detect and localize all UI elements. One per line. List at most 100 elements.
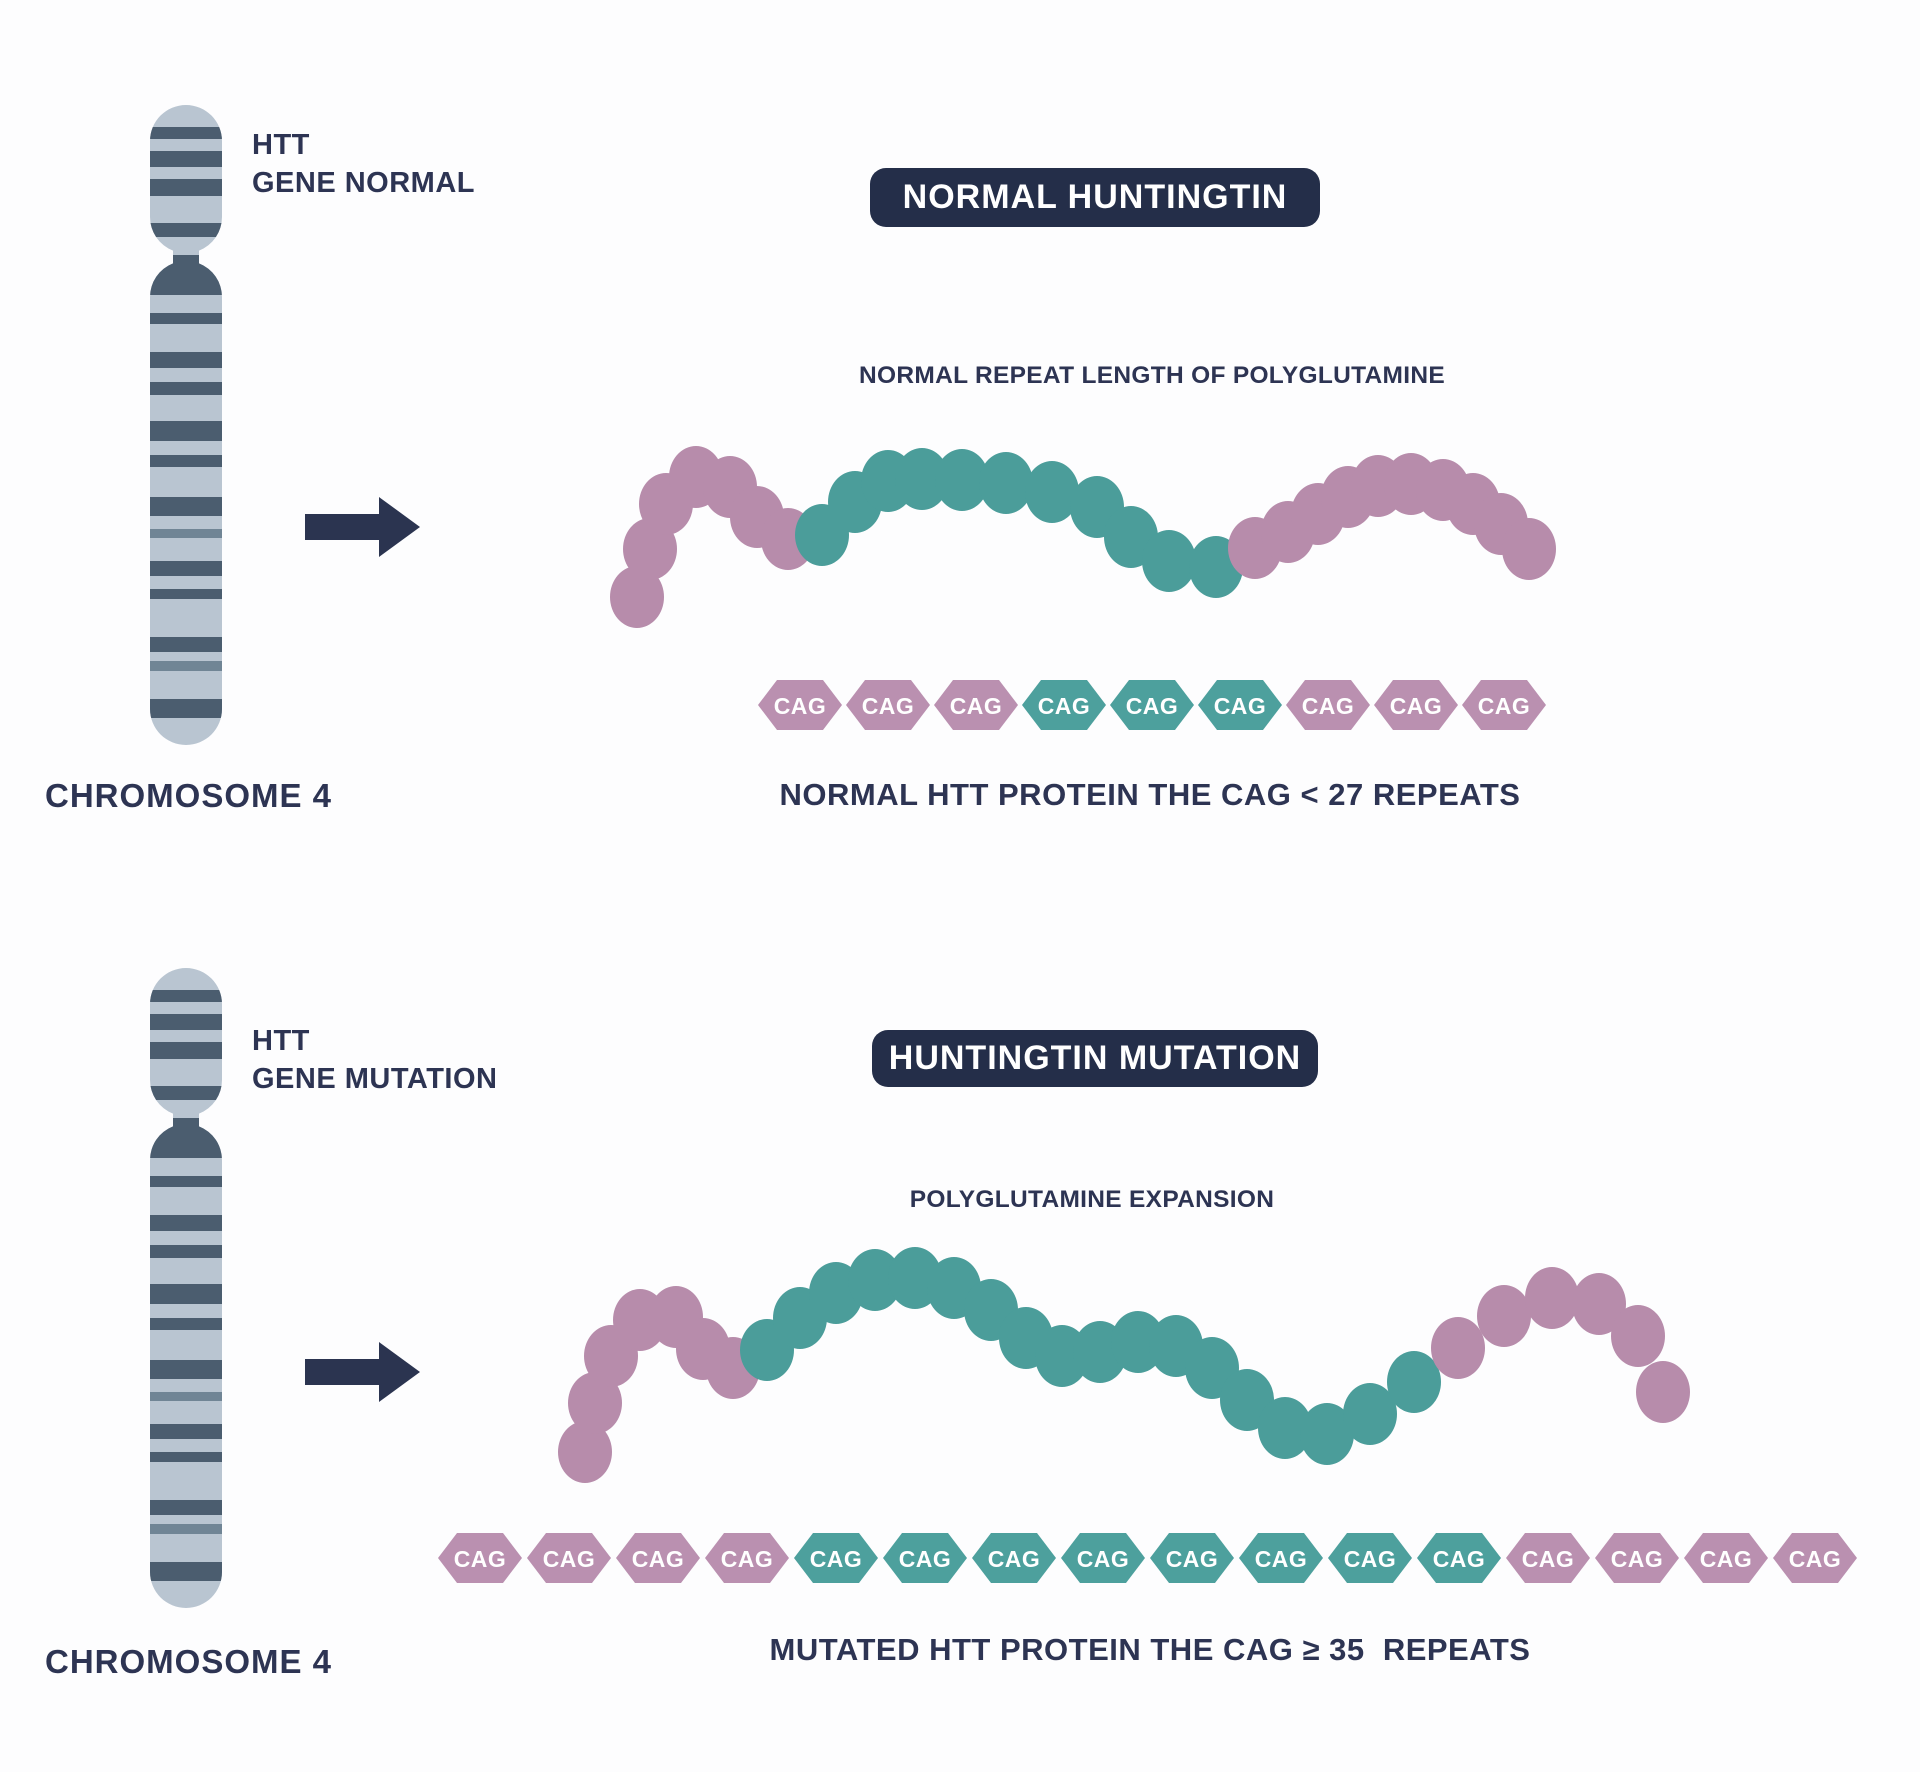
polyglutamine-bead bbox=[1431, 1317, 1485, 1379]
cag-unit: CAG bbox=[758, 680, 842, 730]
polyglutamine-bead bbox=[1446, 473, 1500, 535]
polyglutamine-bead bbox=[703, 456, 757, 518]
cag-unit: CAG bbox=[705, 1533, 789, 1583]
cag-unit-label: CAG bbox=[1214, 693, 1267, 719]
gene-label-mutation-line1: HTT bbox=[252, 1025, 310, 1057]
cag-unit: CAG bbox=[1198, 680, 1282, 730]
chromosome-label-normal: CHROMOSOME 4 bbox=[45, 777, 333, 814]
polyglutamine-bead bbox=[1149, 1315, 1203, 1377]
polyglutamine-bead bbox=[979, 452, 1033, 514]
cag-unit: CAG bbox=[1239, 1533, 1323, 1583]
cag-unit-label: CAG bbox=[810, 1546, 863, 1572]
polyglutamine-bead bbox=[773, 1287, 827, 1349]
cag-unit-label: CAG bbox=[950, 693, 1003, 719]
gene-label-normal-line1: HTT bbox=[252, 129, 310, 161]
subtitle-mutation: POLYGLUTAMINE EXPANSION bbox=[909, 1186, 1275, 1213]
polyglutamine-bead bbox=[828, 471, 882, 533]
polyglutamine-bead bbox=[1321, 466, 1375, 528]
cag-unit: CAG bbox=[1417, 1533, 1501, 1583]
cag-unit-label: CAG bbox=[1478, 693, 1531, 719]
chromosome-4-icon-mutation bbox=[150, 968, 222, 1608]
polyglutamine-bead bbox=[1104, 506, 1158, 568]
cag-unit-label: CAG bbox=[1166, 1546, 1219, 1572]
polyglutamine-bead bbox=[1189, 536, 1243, 598]
cag-unit-label: CAG bbox=[632, 1546, 685, 1572]
polyglutamine-bead bbox=[1474, 493, 1528, 555]
polyglutamine-bead bbox=[1300, 1403, 1354, 1465]
right-arrow-icon-mutation bbox=[305, 1342, 420, 1402]
polyglutamine-bead bbox=[927, 1257, 981, 1319]
polyglutamine-bead bbox=[1142, 530, 1196, 592]
cag-unit-label: CAG bbox=[1611, 1546, 1664, 1572]
cag-unit-label: CAG bbox=[1522, 1546, 1575, 1572]
cag-unit: CAG bbox=[527, 1533, 611, 1583]
cag-unit-label: CAG bbox=[862, 693, 915, 719]
section-title-badge-normal: NORMAL HUNTINGTIN bbox=[870, 168, 1320, 227]
polyglutamine-bead bbox=[795, 504, 849, 566]
cag-unit-label: CAG bbox=[1126, 693, 1179, 719]
polyglutamine-bead bbox=[669, 446, 723, 508]
caption-mutation: MUTATED HTT PROTEIN THE CAG ≥ 35 REPEATS bbox=[769, 1632, 1531, 1667]
chromosome-4-icon-normal bbox=[150, 105, 222, 745]
polyglutamine-bead bbox=[706, 1337, 760, 1399]
polyglutamine-bead bbox=[568, 1372, 622, 1434]
cag-unit: CAG bbox=[1286, 680, 1370, 730]
cag-unit-label: CAG bbox=[899, 1546, 952, 1572]
gene-label-mutation-line2: GENE MUTATION bbox=[252, 1063, 498, 1095]
polyglutamine-bead bbox=[730, 486, 784, 548]
polyglutamine-bead bbox=[1416, 459, 1470, 521]
polyglutamine-bead bbox=[1636, 1361, 1690, 1423]
polyglutamine-bead bbox=[584, 1325, 638, 1387]
polyglutamine-bead bbox=[1502, 518, 1556, 580]
cag-unit-label: CAG bbox=[1789, 1546, 1842, 1572]
polyglutamine-bead bbox=[1477, 1285, 1531, 1347]
cag-unit-label: CAG bbox=[454, 1546, 507, 1572]
cag-unit: CAG bbox=[846, 680, 930, 730]
gene-label-mutation: HTT GENE MUTATION bbox=[252, 1022, 497, 1098]
polyglutamine-bead bbox=[809, 1262, 863, 1324]
polyglutamine-bead bbox=[1384, 453, 1438, 515]
polyglutamine-bead bbox=[861, 450, 915, 512]
chromosome-label-mutation: CHROMOSOME 4 bbox=[45, 1643, 333, 1680]
subtitle-normal: NORMAL REPEAT LENGTH OF POLYGLUTAMINE bbox=[859, 362, 1445, 389]
polyglutamine-bead bbox=[1025, 461, 1079, 523]
cag-unit-label: CAG bbox=[1077, 1546, 1130, 1572]
cag-unit-label: CAG bbox=[721, 1546, 774, 1572]
cag-unit-label: CAG bbox=[774, 693, 827, 719]
cag-unit: CAG bbox=[1462, 680, 1546, 730]
polyglutamine-bead bbox=[623, 518, 677, 580]
gene-label-normal-line2: GENE NORMAL bbox=[252, 167, 475, 199]
polyglutamine-bead bbox=[1228, 517, 1282, 579]
polyglutamine-bead bbox=[1035, 1325, 1089, 1387]
polyglutamine-bead bbox=[1351, 455, 1405, 517]
cag-unit-label: CAG bbox=[1344, 1546, 1397, 1572]
cag-unit: CAG bbox=[1595, 1533, 1679, 1583]
caption-normal: NORMAL HTT PROTEIN THE CAG < 27 REPEATS bbox=[779, 777, 1521, 812]
cag-unit: CAG bbox=[794, 1533, 878, 1583]
polyglutamine-bead bbox=[1343, 1383, 1397, 1445]
cag-unit: CAG bbox=[883, 1533, 967, 1583]
cag-unit-label: CAG bbox=[1302, 693, 1355, 719]
cag-unit-label: CAG bbox=[1390, 693, 1443, 719]
polyglutamine-bead bbox=[895, 448, 949, 510]
polyglutamine-bead bbox=[1611, 1305, 1665, 1367]
cag-unit: CAG bbox=[1110, 680, 1194, 730]
section-title-badge-mutation: HUNTINGTIN MUTATION bbox=[872, 1030, 1318, 1087]
cag-unit: CAG bbox=[934, 680, 1018, 730]
cag-unit-label: CAG bbox=[1038, 693, 1091, 719]
cag-unit: CAG bbox=[616, 1533, 700, 1583]
polyglutamine-bead bbox=[964, 1279, 1018, 1341]
polyglutamine-bead bbox=[999, 1307, 1053, 1369]
polyglutamine-bead bbox=[1291, 483, 1345, 545]
cag-unit: CAG bbox=[1061, 1533, 1145, 1583]
polyglutamine-bead bbox=[1572, 1273, 1626, 1335]
polyglutamine-bead bbox=[848, 1249, 902, 1311]
cag-unit: CAG bbox=[1022, 680, 1106, 730]
polyglutamine-bead bbox=[1220, 1369, 1274, 1431]
cag-unit-label: CAG bbox=[988, 1546, 1041, 1572]
polyglutamine-bead bbox=[676, 1318, 730, 1380]
cag-unit: CAG bbox=[1684, 1533, 1768, 1583]
